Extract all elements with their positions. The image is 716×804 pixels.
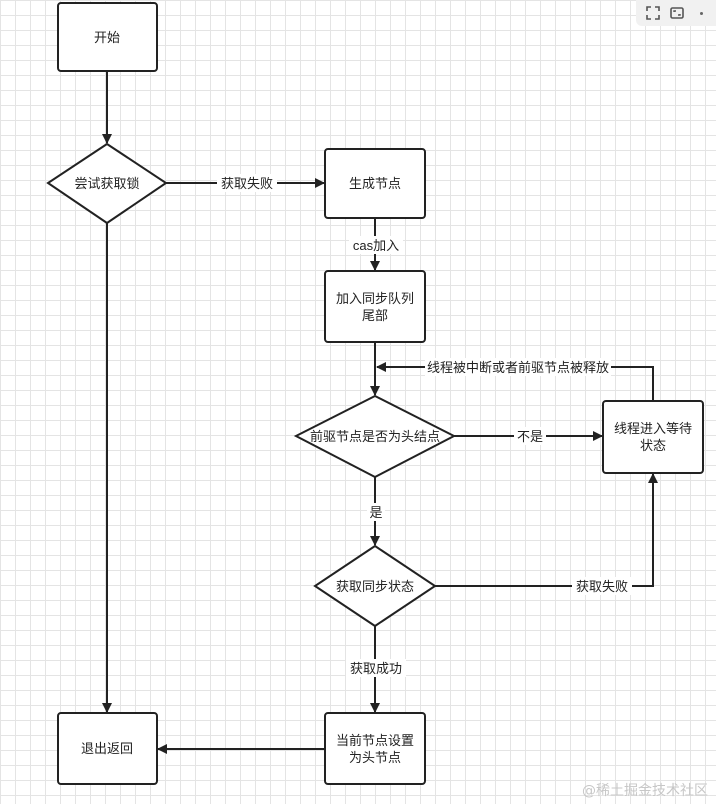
edge-label-success: 获取成功 bbox=[350, 661, 402, 676]
node-wait-state: 线程进入等待 状态 bbox=[602, 400, 704, 474]
edge-label-yes: 是 bbox=[369, 505, 382, 520]
node-set-head-label-1: 当前节点设置 bbox=[336, 733, 414, 748]
node-start-label: 开始 bbox=[94, 30, 120, 45]
edge-label-interrupted: 线程被中断或者前驱节点被释放 bbox=[427, 360, 609, 375]
node-exit: 退出返回 bbox=[57, 712, 158, 785]
image-toolbar bbox=[636, 0, 716, 26]
node-wait-state-label-2: 状态 bbox=[640, 438, 666, 453]
node-join-queue: 加入同步队列 尾部 bbox=[324, 270, 426, 343]
node-try-lock: 尝试获取锁 bbox=[46, 142, 168, 225]
edge-label-cas: cas加入 bbox=[353, 238, 399, 253]
node-pred-head: 前驱节点是否为头结点 bbox=[293, 394, 457, 479]
node-wait-state-label-1: 线程进入等待 bbox=[614, 421, 692, 436]
more-icon[interactable] bbox=[700, 11, 703, 15]
edge-label-no: 不是 bbox=[517, 429, 543, 444]
node-pred-head-label: 前驱节点是否为头结点 bbox=[310, 429, 440, 444]
node-gen-node-label: 生成节点 bbox=[349, 176, 401, 191]
node-exit-label: 退出返回 bbox=[81, 741, 133, 756]
node-gen-node: 生成节点 bbox=[324, 148, 426, 219]
watermark: @稀土掘金技术社区 bbox=[582, 783, 708, 799]
node-set-head: 当前节点设置 为头节点 bbox=[324, 712, 426, 785]
node-get-sync-label: 获取同步状态 bbox=[336, 579, 414, 594]
node-join-queue-label-1: 加入同步队列 bbox=[336, 291, 414, 306]
expand-icon[interactable] bbox=[644, 4, 662, 22]
fit-icon[interactable] bbox=[668, 4, 686, 22]
node-join-queue-label-2: 尾部 bbox=[362, 308, 388, 323]
node-try-lock-label: 尝试获取锁 bbox=[74, 176, 139, 191]
edge-label-fail1: 获取失败 bbox=[221, 176, 273, 191]
edge-label-fail2: 获取失败 bbox=[576, 579, 628, 594]
node-set-head-label-2: 为头节点 bbox=[349, 750, 401, 765]
node-get-sync: 获取同步状态 bbox=[313, 544, 437, 628]
edge-get-sync-to-wait bbox=[435, 473, 658, 587]
node-start: 开始 bbox=[57, 2, 158, 72]
